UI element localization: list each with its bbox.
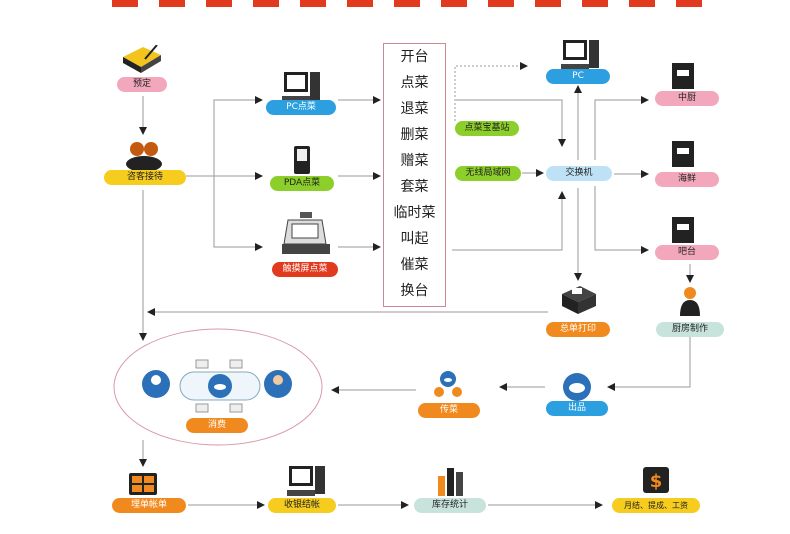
node-wuxian: 无线局域网 — [455, 166, 521, 181]
node-xiaofei: 消费 — [186, 418, 248, 433]
bill-icon — [129, 473, 157, 495]
chef-icon — [680, 287, 700, 316]
node-yuding: 预定 — [117, 77, 167, 92]
order-operations-list: 开台 点菜 退菜 删菜 赠菜 套菜 临时菜 叫起 催菜 换台 — [383, 43, 446, 307]
pos-terminal-icon — [282, 212, 330, 254]
menu-item: 换台 — [400, 283, 429, 299]
waiters-icon — [434, 371, 462, 397]
printer-icon — [672, 217, 694, 243]
people-icon — [126, 142, 162, 170]
menu-item: 叫起 — [400, 231, 429, 247]
node-jiaohuanji: 交换机 — [546, 166, 612, 181]
node-shouyin: 收银结帐 — [268, 498, 336, 513]
computer-icon — [561, 40, 599, 70]
computer-icon — [282, 72, 320, 102]
menu-item: 赠菜 — [400, 153, 429, 169]
menu-item: 套菜 — [400, 179, 429, 195]
menu-item: 点菜 — [400, 75, 429, 91]
menu-item: 退菜 — [400, 101, 429, 117]
computer-icon — [287, 466, 325, 496]
receipt-printer-icon — [562, 286, 596, 314]
menu-item: 删菜 — [400, 127, 429, 143]
node-haixian: 海鲜 — [655, 172, 719, 187]
node-jiedai: 咨客接待 — [104, 170, 186, 185]
node-jizhan: 点菜宝基站 — [455, 121, 519, 136]
dining-table-icon — [142, 359, 292, 413]
node-batai: 吧台 — [655, 245, 719, 260]
printer-icon — [672, 141, 694, 167]
node-yuejie: 月结、提成、工资 — [612, 498, 700, 513]
node-pc-diancai: PC点菜 — [266, 100, 336, 115]
svg-text:$: $ — [650, 471, 663, 492]
menu-item: 催菜 — [400, 257, 429, 273]
top-decoration-bar — [112, 0, 706, 7]
notebook-pen-icon — [123, 45, 161, 73]
bar-chart-icon — [438, 468, 463, 496]
node-chuancai: 传菜 — [418, 403, 480, 418]
dollar-icon: $ — [643, 467, 669, 493]
pda-icon — [294, 146, 310, 174]
node-maidan: 埋单帐单 — [112, 498, 186, 513]
node-chupin: 出品 — [546, 401, 608, 416]
menu-item: 开台 — [400, 49, 429, 65]
node-zongdan: 总单打印 — [546, 322, 610, 337]
node-touch-diancai: 触摸屏点菜 — [272, 262, 338, 277]
menu-item: 临时菜 — [393, 205, 436, 221]
node-chufang: 厨房制作 — [656, 322, 724, 337]
dish-icon — [563, 373, 591, 401]
node-pda-diancai: PDA点菜 — [270, 176, 334, 191]
node-kucun: 库存统计 — [414, 498, 486, 513]
node-pc: PC — [546, 69, 610, 84]
printer-icon — [672, 63, 694, 89]
node-zhongchu: 中厨 — [655, 91, 719, 106]
